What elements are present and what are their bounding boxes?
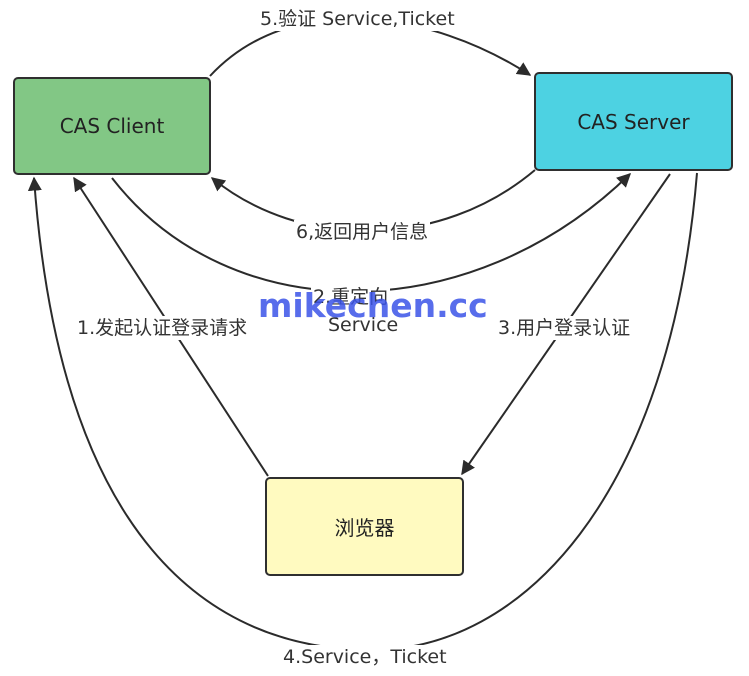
edge-2-label-line1: 2.重定向 bbox=[311, 285, 391, 309]
edge-4-service-ticket bbox=[27, 172, 698, 652]
browser-label: 浏览器 bbox=[334, 516, 395, 540]
cas-client-label: CAS Client bbox=[59, 114, 165, 138]
edge-2-label-line2: Service bbox=[326, 313, 401, 337]
cas-client-node: CAS Client bbox=[13, 77, 211, 175]
edge-3-label: 3.用户登录认证 bbox=[496, 316, 633, 340]
browser-node: 浏览器 bbox=[265, 477, 464, 576]
edge-6-label: 6,返回用户信息 bbox=[294, 220, 431, 244]
edge-1-label: 1.发起认证登录请求 bbox=[75, 316, 250, 340]
edge-4-label: 4.Service，Ticket bbox=[281, 645, 449, 669]
edge-5-label: 5.验证 Service,Ticket bbox=[258, 7, 457, 31]
watermark: mikechen.cc bbox=[258, 286, 488, 325]
cas-server-node: CAS Server bbox=[534, 72, 733, 171]
cas-server-label: CAS Server bbox=[577, 109, 690, 134]
